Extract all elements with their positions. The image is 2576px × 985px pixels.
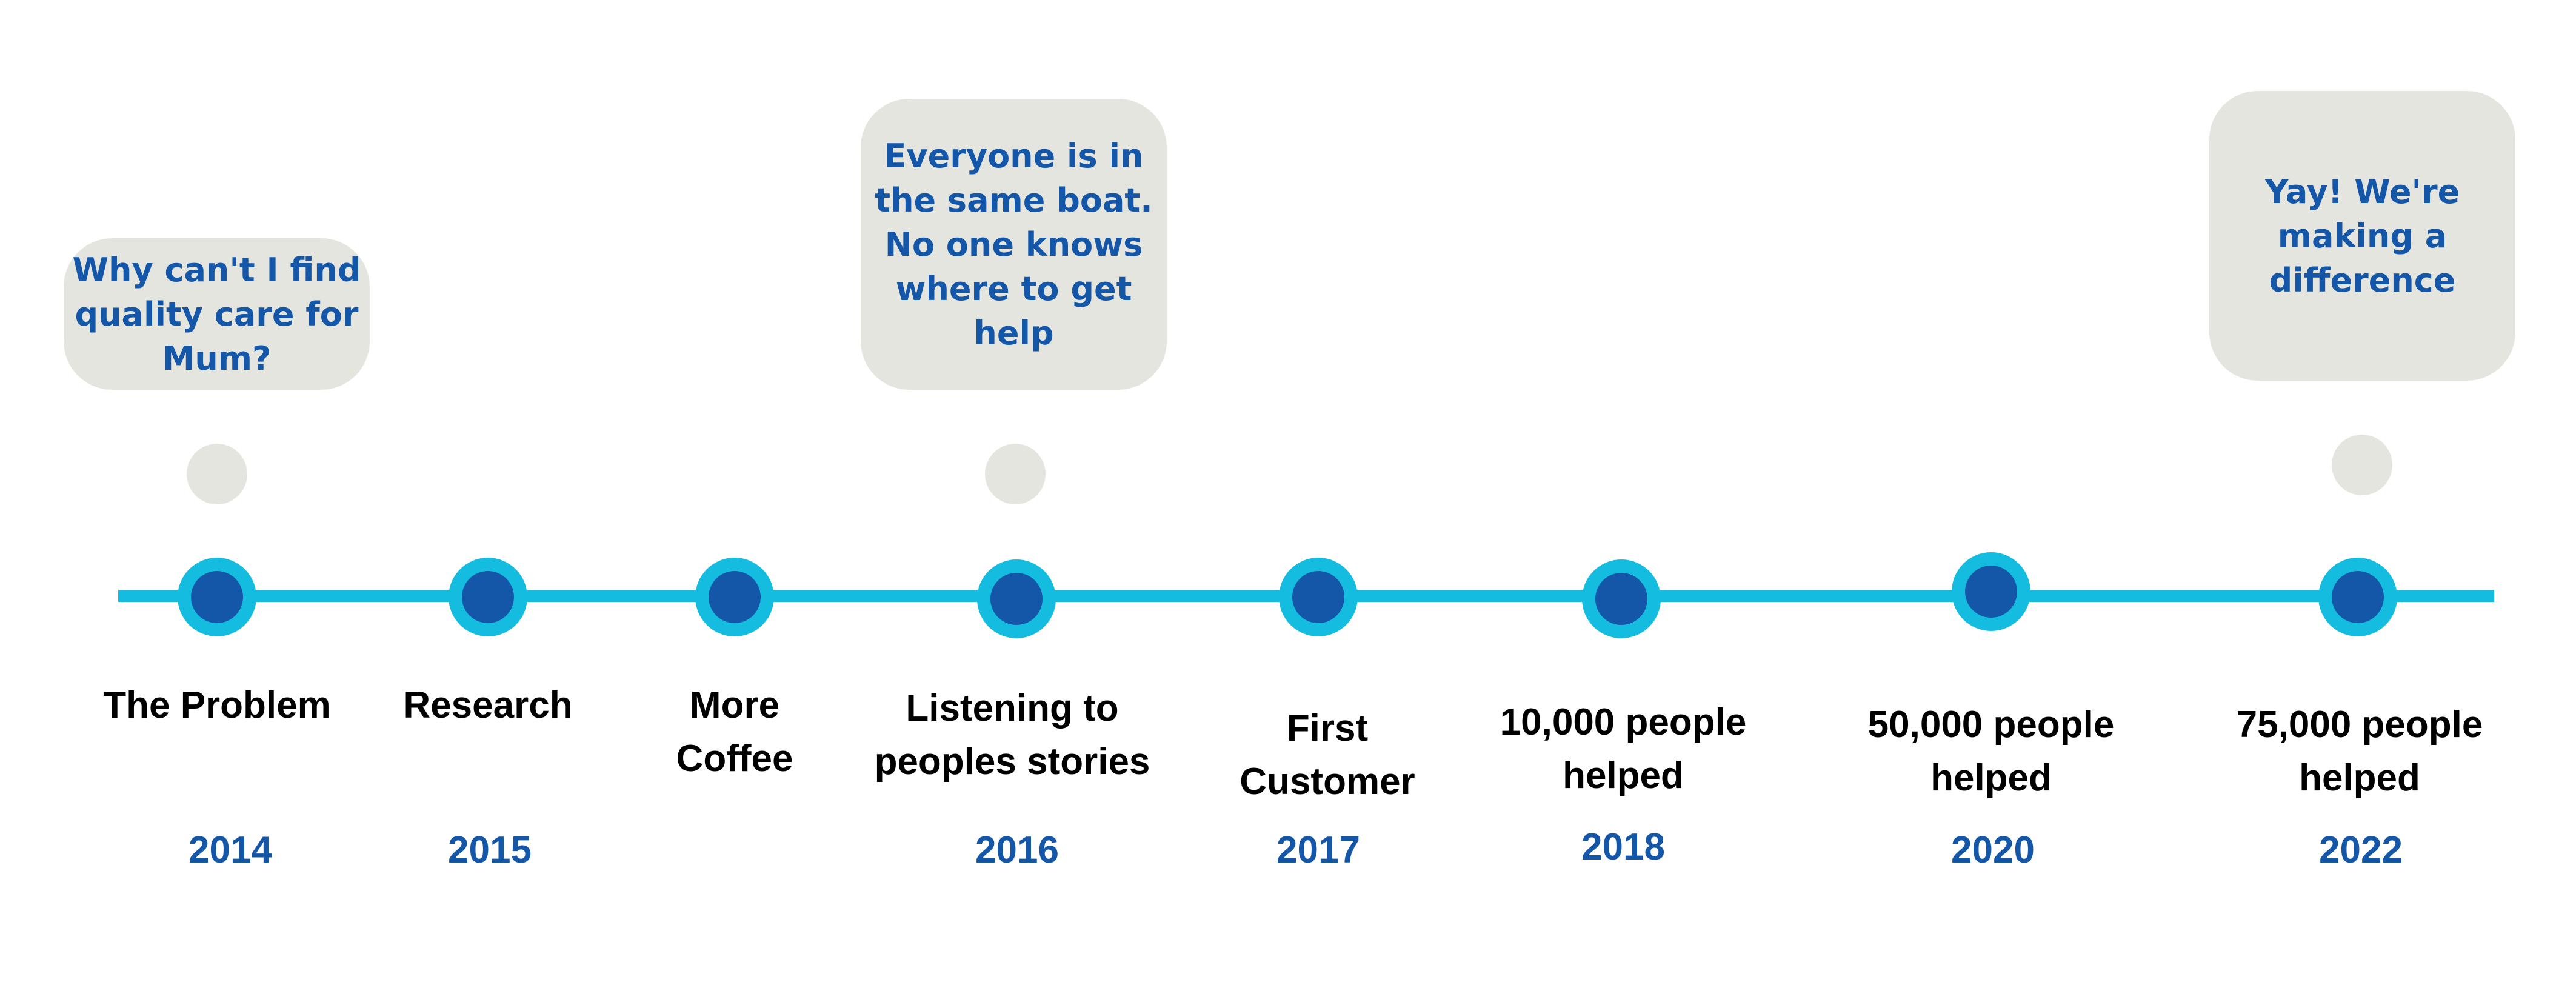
timeline-node-more-coffee [695, 558, 774, 636]
speech-bubble-difference: Yay! We're making a difference [2209, 91, 2515, 381]
bubble-connector-dot [187, 444, 247, 504]
milestone-label: The Problem [103, 684, 331, 726]
timeline-node-50000-people [1952, 552, 2030, 631]
milestone-year: 2015 [448, 829, 532, 871]
bubble-connector-dot [2332, 435, 2392, 495]
milestone-year: 2020 [1951, 829, 2035, 871]
milestone-label: Listening to peoples stories [874, 687, 1150, 783]
speech-bubble-text: Yay! We're making a difference [2264, 172, 2460, 299]
timeline-node-first-customer [1279, 558, 1358, 636]
milestone-label: More Coffee [676, 684, 793, 780]
milestone-year: 2016 [975, 829, 1059, 871]
milestone-label: 50,000 people helped [1867, 704, 2115, 799]
timeline-node-listening [977, 559, 1056, 638]
timeline-node-research [449, 558, 527, 636]
speech-bubble-stories: Everyone is in the same boat. No one kno… [861, 99, 1167, 390]
speech-bubble-text: Everyone is in the same boat. No one kno… [875, 136, 1153, 352]
milestone-label: Research [403, 684, 573, 726]
milestone-year: 2022 [2319, 829, 2403, 871]
milestone-year: 2017 [1276, 829, 1360, 871]
milestone-label: 10,000 people helped [1500, 701, 1747, 796]
speech-bubble-text: Why can't I find quality care for Mum? [72, 250, 361, 378]
milestone-year: 2018 [1581, 826, 1665, 868]
milestone-label: First Customer [1240, 707, 1415, 803]
milestone-year: 2014 [189, 829, 272, 871]
timeline-node-10000-people [1582, 559, 1661, 638]
speech-bubble-problem: Why can't I find quality care for Mum? [64, 238, 370, 390]
bubble-connector-dot [985, 444, 1046, 504]
timeline-node-the-problem [178, 558, 256, 636]
timeline-node-75000-people [2318, 558, 2397, 636]
milestone-label: 75,000 people helped [2236, 704, 2483, 799]
